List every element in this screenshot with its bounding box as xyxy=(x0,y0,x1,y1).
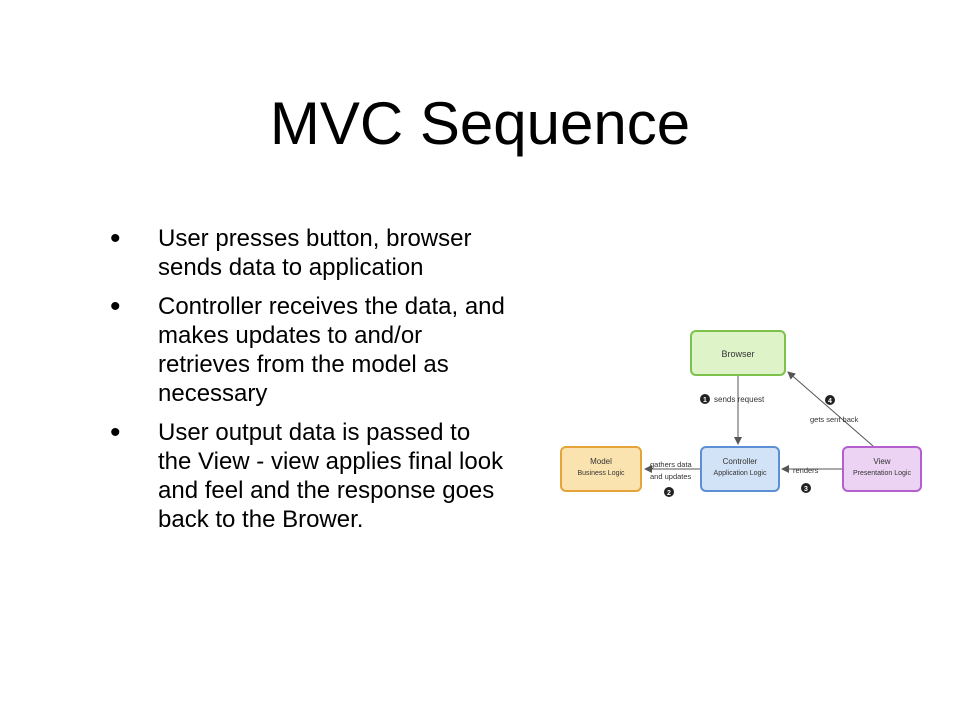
browser-border xyxy=(690,330,786,376)
step-1-badge xyxy=(700,394,710,404)
bullet-item: • User output data is passed to the View… xyxy=(110,418,510,534)
controller-label: Controller xyxy=(723,457,758,466)
step-1: 1 sends request xyxy=(700,394,765,404)
step-4-badge xyxy=(825,395,835,405)
controller-sublabel: Application Logic xyxy=(714,470,767,477)
view-box xyxy=(843,447,921,491)
step-4: 4 gets sent back xyxy=(810,395,859,424)
bullet-dot: • xyxy=(110,290,121,323)
model-border xyxy=(560,446,642,492)
bullet-text: Controller receives the data, and makes … xyxy=(158,293,505,407)
step-4-label: gets sent back xyxy=(810,415,859,424)
bullet-item: • Controller receives the data, and make… xyxy=(110,292,510,408)
slide-title: MVC Sequence xyxy=(269,90,691,157)
controller-node: Controller Application Logic xyxy=(700,446,780,492)
step-3: renders 3 xyxy=(793,466,819,493)
model-label: Model xyxy=(590,457,612,466)
bullet-dot: • xyxy=(110,416,121,449)
model-box xyxy=(561,447,641,491)
controller-box xyxy=(701,447,779,491)
step-1-label: sends request xyxy=(714,395,765,404)
browser-node: Browser xyxy=(690,330,786,376)
view-label: View xyxy=(873,457,890,466)
view-sublabel: Presentation Logic xyxy=(853,470,911,477)
bullet-list: • User presses button, browser sends dat… xyxy=(110,224,510,544)
step-3-label: renders xyxy=(793,466,819,475)
step-2-badge xyxy=(664,487,674,497)
step-4-number: 4 xyxy=(828,398,832,405)
bullet-text: User presses button, browser sends data … xyxy=(158,225,472,281)
step-3-badge xyxy=(801,483,811,493)
model-node: Model Business Logic xyxy=(560,446,642,492)
bullet-item: • User presses button, browser sends dat… xyxy=(110,224,510,282)
step-2-label-line1: gathers data xyxy=(650,460,693,469)
step-2: gathers data and updates 2 xyxy=(650,460,693,497)
controller-border xyxy=(700,446,780,492)
bullet-text: User output data is passed to the View -… xyxy=(158,419,504,533)
step-3-number: 3 xyxy=(804,486,808,493)
arrow-view-to-browser xyxy=(787,371,874,447)
step-1-number: 1 xyxy=(703,397,707,404)
view-node: View Presentation Logic xyxy=(842,446,922,492)
bullet-dot: • xyxy=(110,222,121,255)
step-2-label-line2: and updates xyxy=(650,472,692,481)
browser-box xyxy=(691,331,785,375)
model-sublabel: Business Logic xyxy=(577,470,625,477)
view-border xyxy=(842,446,922,492)
browser-label: Browser xyxy=(721,349,754,359)
step-2-number: 2 xyxy=(667,490,671,497)
mvc-diagram: Browser Model Business Logic Controller … xyxy=(560,330,922,497)
